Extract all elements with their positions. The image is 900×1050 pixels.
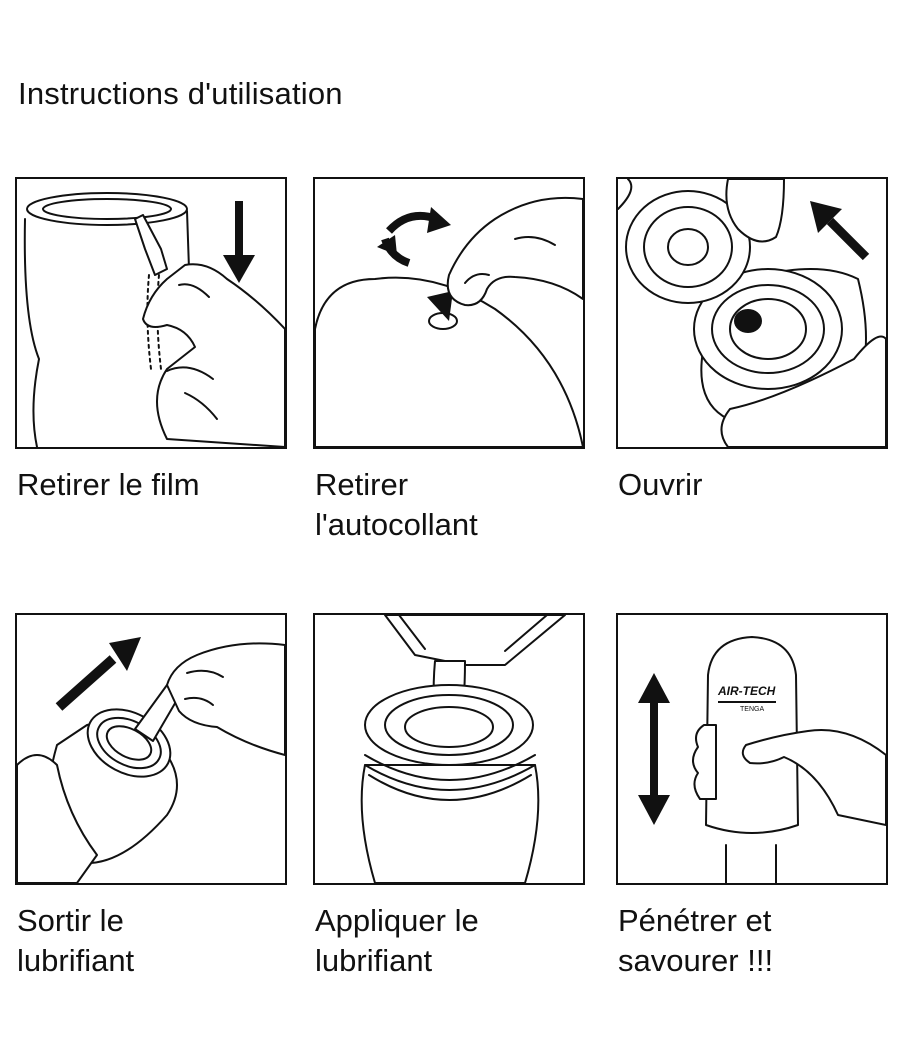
arrow-up-right-icon xyxy=(55,637,141,711)
product-logo: AIR-TECH TENGA xyxy=(717,684,776,713)
step-1: Retirer le film xyxy=(15,177,287,505)
step-3-caption: Ouvrir xyxy=(618,467,703,502)
step-2: Retirer l'autocollant xyxy=(313,177,585,545)
step-4: Sortir le lubrifiant xyxy=(15,613,287,981)
product-logo-sub: TENGA xyxy=(740,706,764,713)
product-logo-brand: AIR-TECH xyxy=(717,684,776,698)
arrow-up-left-icon xyxy=(810,201,870,261)
step-3: Ouvrir xyxy=(616,177,888,505)
step-4-caption: Sortir le lubrifiant xyxy=(17,903,135,978)
step-2-illustration xyxy=(313,177,585,449)
step-6-caption: Pénétrer et savourer !!! xyxy=(618,903,774,978)
step-1-caption: Retirer le film xyxy=(17,467,200,502)
step-5-illustration xyxy=(313,613,585,885)
arrow-down-icon xyxy=(223,201,255,283)
step-6-illustration: AIR-TECH TENGA xyxy=(616,613,888,885)
step-5-caption: Appliquer le lubrifiant xyxy=(315,903,479,978)
arrow-up-down-icon xyxy=(638,673,670,825)
step-6: AIR-TECH TENGA Pénétrer et savourer !!! xyxy=(616,613,888,981)
rotate-arrow-icon xyxy=(377,207,451,267)
step-5: Appliquer le lubrifiant xyxy=(313,613,585,981)
page-title: Instructions d'utilisation xyxy=(18,76,343,111)
step-1-illustration xyxy=(15,177,287,449)
step-2-caption: Retirer l'autocollant xyxy=(315,467,478,542)
step-4-illustration xyxy=(15,613,287,885)
step-3-illustration xyxy=(616,177,888,449)
